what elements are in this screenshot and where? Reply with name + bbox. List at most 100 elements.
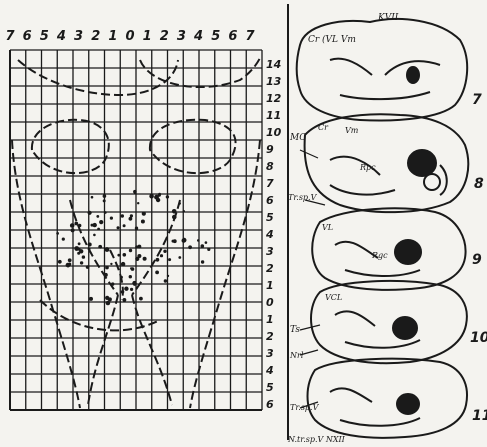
right-axis-label: 3 [266,245,274,258]
cell-dot [156,258,160,262]
cell-dot [137,202,139,204]
cell-dot [120,276,123,279]
cell-dot [121,290,125,294]
cell-dot [58,260,62,264]
right-axis-label: 3 [266,347,274,360]
top-axis-label: 1 [108,29,117,44]
cell-dot [129,217,133,221]
right-axis-label: 7 [266,177,274,190]
label-mc: MC [289,133,306,143]
section-7-inner [330,59,440,99]
cell-dot [96,215,99,218]
cell-dot [149,194,154,199]
section-8-outline [305,114,469,212]
cell-dot [183,210,185,212]
cell-dot [105,247,110,252]
cell-dot [88,211,92,215]
cell-dot [91,224,94,227]
cell-dot [201,244,205,248]
cell-dot [179,202,181,204]
cell-dot [155,271,159,275]
cell-dot [164,279,167,282]
cell-dot [133,283,136,286]
grid-lines [10,50,262,410]
cell-dot [88,248,91,251]
right-axis-label: 4 [265,228,274,241]
top-axis-label: 5 [211,29,220,44]
cell-dot [82,255,85,258]
cell-dot [105,266,109,270]
right-axis-label: 4 [265,364,274,377]
cell-dot [88,243,92,247]
cell-dot [117,254,120,257]
right-axis-label: 9 [266,143,274,156]
cell-dot [91,196,94,199]
cell-dot [104,211,107,214]
cell-dot [110,217,113,220]
cell-dot [137,245,141,249]
cell-dot [167,275,169,277]
cell-dot [123,224,126,227]
right-axis-label: 6 [266,194,274,207]
label-tr-sp-v: Tr.sp.V [288,193,318,202]
cell-dot [135,257,139,261]
top-axis-label: 1 [143,29,152,44]
cell-dot [124,287,128,291]
cell-dot [130,288,133,291]
cell-dot [188,245,192,249]
label-cr-vl-vm: Cr (VL Vm [308,34,356,45]
right-axis-label: 2 [266,330,274,343]
cell-dot [142,212,146,216]
cell-dot [130,267,132,269]
right-axis-label: 1 [266,313,274,326]
label-vm: Vm [345,126,359,135]
cell-dot [123,253,127,257]
cell-dot [135,227,138,230]
top-axis-label: 3 [74,29,83,44]
top-axis-label: 4 [56,29,66,44]
cell-dot [98,245,102,249]
cell-dot [117,226,120,229]
cell-dot [166,195,169,198]
cell-dot [172,215,177,220]
cell-dot [172,240,175,243]
coordinate-grid-panel [10,50,262,410]
cell-dot [62,238,65,241]
cell-dot [97,228,100,231]
section-number-9: 9 [472,252,482,268]
section-11-nucleus [397,394,419,414]
section-7-nucleus [407,67,419,83]
cell-dot [77,252,80,255]
top-axis-label: 4 [193,29,203,44]
right-axis-label: 0 [266,296,274,309]
cell-dot [172,209,177,214]
section-10-nucleus [393,317,417,339]
right-axis-label: 14 [266,58,281,71]
cell-dot [121,262,125,266]
cell-dot [103,194,107,198]
cell-dot [56,232,59,235]
structure-labels: KVII Cr (VL Vm MC Cr Vm VL Rpc Tr.sp.V T… [287,13,399,444]
label-rgc: Rgc [371,251,388,260]
right-axis-label: 11 [266,109,281,122]
cell-dot [201,260,204,263]
cell-dot [129,249,132,252]
cell-dot [106,301,111,306]
top-axis-label: 5 [40,29,49,44]
cell-dot [86,265,90,269]
section-number-8: 8 [474,176,484,192]
cell-dot [135,245,138,248]
right-axis-label: 10 [266,126,282,139]
cell-dot [104,273,108,277]
cell-dot [197,239,200,242]
top-axis-label: 6 [23,29,32,44]
cell-dot [103,199,106,202]
top-axis-label: 7 [245,29,255,44]
right-axis-label: 1 [266,279,274,292]
cell-dot [99,220,103,224]
label-nrl: Nrl [289,351,304,360]
cell-dot [141,220,145,224]
cell-dot [68,263,71,266]
